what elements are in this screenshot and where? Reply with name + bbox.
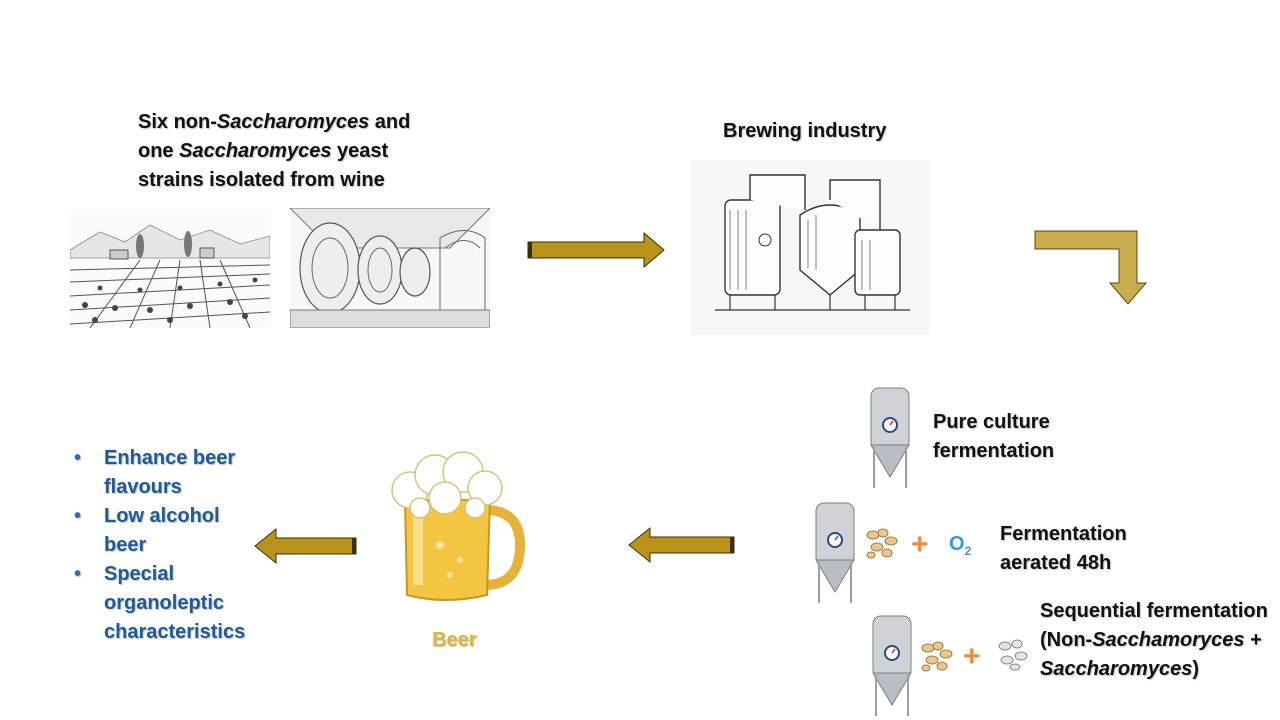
bullet-icon: • bbox=[74, 447, 82, 469]
sequential-species: Sacchamoryces bbox=[1092, 629, 1245, 651]
arrow-to-brewing bbox=[527, 231, 665, 269]
yeast-cells-icon bbox=[866, 528, 898, 559]
oxygen-letter: O bbox=[949, 533, 965, 555]
brewery-sketch bbox=[690, 160, 930, 335]
arrow-to-outcomes bbox=[254, 527, 357, 565]
intro-part: yeast strains isolated from wine bbox=[138, 140, 389, 191]
yeast-cells-icon bbox=[921, 641, 953, 672]
outcome-text: Low alcohol beer bbox=[104, 505, 220, 556]
arrow-to-beer bbox=[628, 526, 735, 564]
vineyard-sketch bbox=[70, 210, 270, 328]
saccharomyces-cells-icon bbox=[998, 639, 1028, 671]
intro-species: Saccharomyces bbox=[216, 111, 370, 133]
outcome-text: Special organoleptic characteristics bbox=[104, 563, 246, 643]
intro-text: Six non-Saccharomyces and one Saccharomy… bbox=[138, 108, 438, 195]
wine-cellar-sketch bbox=[290, 208, 490, 328]
plus-sign: + bbox=[963, 640, 981, 673]
sequential-text: ) bbox=[1192, 658, 1199, 680]
brewing-label: Brewing industry bbox=[723, 120, 887, 142]
intro-part: and one bbox=[138, 111, 411, 162]
sequential-species: Saccharomyces bbox=[1040, 658, 1193, 680]
oxygen-symbol: O2 bbox=[949, 533, 971, 558]
fermenter-tank-icon bbox=[815, 502, 855, 603]
outcome-item: • Low alcohol beer bbox=[74, 502, 264, 560]
intro-part: Six non- bbox=[138, 111, 217, 133]
intro-species: Saccharomyces bbox=[179, 140, 332, 162]
method-pure-label: Pure culture fermentation bbox=[933, 411, 1055, 462]
outcome-item: • Special organoleptic characteristics bbox=[74, 560, 264, 647]
bullet-icon: • bbox=[74, 505, 82, 527]
sequential-text: Sequential fermentation (Non- bbox=[1040, 600, 1268, 651]
beer-label: Beer bbox=[432, 629, 477, 651]
beer-mug-icon bbox=[391, 451, 525, 601]
method-aerated-label: Fermentation aerated 48h bbox=[1000, 523, 1127, 574]
bend-arrow bbox=[1034, 230, 1148, 305]
bullet-icon: • bbox=[74, 563, 82, 585]
fermenter-tank-icon bbox=[872, 615, 912, 716]
outcomes-list: • Enhance beer flavours • Low alcohol beer… bbox=[74, 444, 264, 647]
outcome-text: Enhance beer flavours bbox=[104, 447, 236, 498]
plus-sign: + bbox=[911, 528, 929, 561]
sequential-plus: + bbox=[1244, 629, 1262, 651]
oxygen-subscript: 2 bbox=[964, 544, 972, 558]
method-sequential-label: Sequential fermentation (Non-Sacchamoryc… bbox=[1040, 597, 1275, 684]
fermenter-tank-icon bbox=[870, 387, 910, 488]
outcome-item: • Enhance beer flavours bbox=[74, 444, 264, 502]
